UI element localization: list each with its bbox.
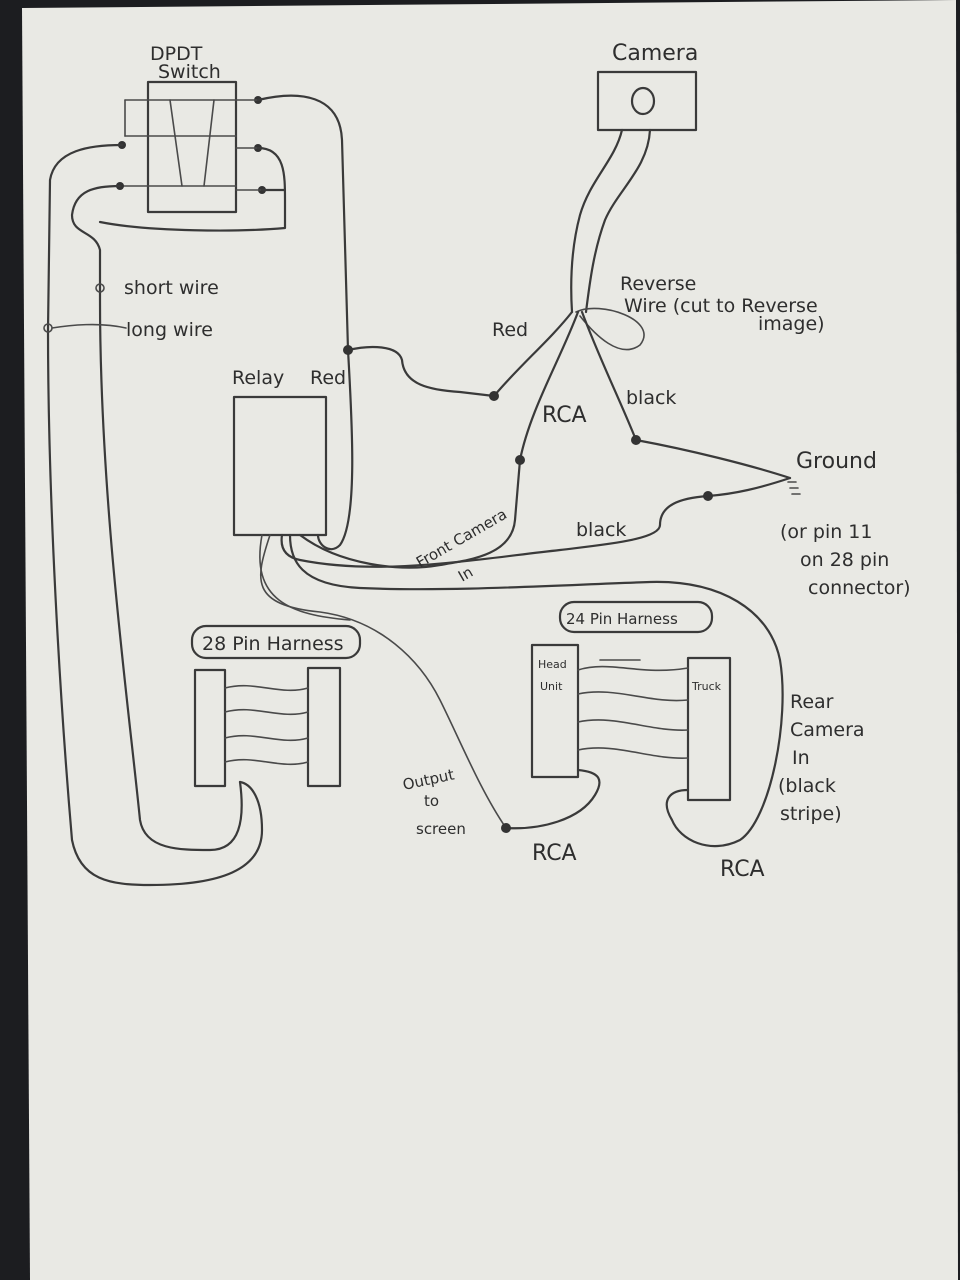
harness-28-label: 28 Pin Harness	[202, 633, 344, 655]
rca-output-label: RCA	[532, 841, 577, 866]
relay-red-label: Red	[310, 367, 346, 389]
camera-label: Camera	[612, 41, 698, 66]
rear-camera-label-4: (black	[778, 775, 836, 797]
black-lower-label: black	[576, 519, 626, 541]
harness-24-pin	[530, 600, 732, 802]
head-unit-label-2: Unit	[540, 680, 563, 693]
rear-camera-label-2: Camera	[790, 719, 865, 741]
short-wire-label: short wire	[124, 277, 219, 299]
ground-label: Ground	[796, 449, 877, 474]
rear-camera-label-3: In	[792, 747, 810, 769]
reverse-label-3: image)	[758, 313, 825, 335]
camera-red-label: Red	[492, 319, 528, 341]
switch-label: Switch	[158, 61, 221, 83]
harness-24-label: 24 Pin Harness	[566, 610, 678, 628]
output-label-2: to	[424, 792, 439, 810]
rca-front-label: RCA	[542, 403, 587, 428]
rca-rear-label: RCA	[720, 857, 765, 882]
reverse-label-1: Reverse	[620, 273, 696, 295]
paper-sheet	[22, 0, 958, 1280]
reverse-wire-loop	[575, 307, 645, 351]
rear-camera-label-5: stripe)	[780, 803, 842, 825]
junction-dots	[343, 345, 713, 833]
relay-label: Relay	[232, 367, 284, 389]
harness-28-pin	[190, 624, 362, 788]
reverse-label-2: Wire (cut to Reverse	[624, 295, 818, 317]
labels: DPDT Switch Camera short wire long wire …	[124, 41, 911, 882]
dpdt-label: DPDT	[150, 43, 203, 65]
wires	[43, 94, 801, 887]
head-unit-label-1: Head	[538, 658, 567, 671]
truck-label: Truck	[691, 680, 722, 693]
long-wire-label: long wire	[126, 319, 213, 341]
ground-note-3: connector)	[808, 577, 911, 599]
ground-note-1: (or pin 11	[780, 521, 873, 543]
output-label-3: screen	[416, 820, 466, 838]
ground-note-2: on 28 pin	[800, 549, 889, 571]
black-upper-label: black	[626, 387, 676, 409]
relay-box	[232, 395, 328, 537]
camera-body	[596, 70, 698, 132]
camera-cable	[570, 128, 624, 314]
rear-camera-label-1: Rear	[790, 691, 834, 713]
